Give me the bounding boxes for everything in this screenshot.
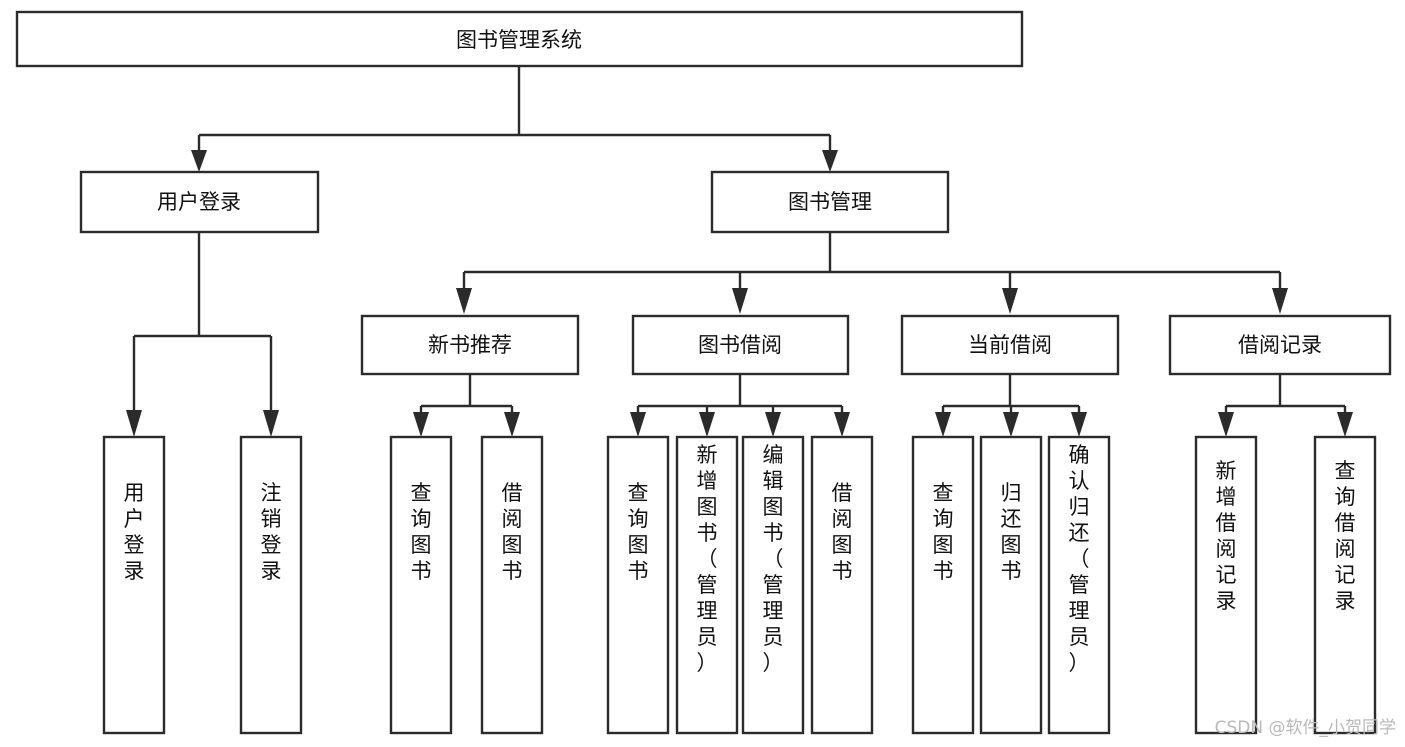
- node-book-borrow-box[interactable]: [631, 314, 850, 376]
- leaf-query-book-3[interactable]: 查询图书: [911, 435, 975, 735]
- leaf-confirm-return-box[interactable]: [1047, 435, 1111, 735]
- arrow-head-leaf-edit-book: [765, 412, 781, 437]
- leaf-add-record-box[interactable]: [1194, 435, 1258, 735]
- arrow-head-book-borrow: [732, 288, 748, 314]
- leaf-query-book-1-box[interactable]: [389, 435, 453, 735]
- arrow-head-leaf-query-book-2: [630, 412, 646, 437]
- node-borrow-record-label: 借阅记录: [1238, 333, 1322, 357]
- leaf-user-login-box[interactable]: [102, 435, 166, 735]
- leaf-edit-book-label: 编辑图书（管理员）: [763, 443, 784, 675]
- leaf-edit-book[interactable]: 编辑图书（管理员）: [741, 435, 805, 735]
- arrow-head-new-book: [456, 288, 472, 314]
- node-book-borrow[interactable]: 图书借阅: [631, 314, 850, 376]
- leaf-add-book[interactable]: 新增图书（管理员）: [675, 435, 739, 735]
- arrow-head-leaf-add-record: [1218, 412, 1234, 437]
- arrow-head-leaf-borrow-book-2: [834, 412, 850, 437]
- node-root[interactable]: 图书管理系统: [15, 10, 1024, 68]
- arrow-head-leaf-return-book: [1003, 412, 1019, 437]
- connector-layer: [126, 66, 1353, 437]
- leaf-query-record[interactable]: 查询借阅记录: [1313, 435, 1377, 735]
- leaf-return-book-box[interactable]: [979, 435, 1043, 735]
- node-user-login[interactable]: 用户登录: [79, 170, 320, 234]
- leaf-query-book-1-label: 查询图书: [411, 481, 432, 583]
- leaf-borrow-book-1-label: 借阅图书: [502, 481, 523, 583]
- leaf-add-record[interactable]: 新增借阅记录: [1194, 435, 1258, 735]
- node-new-book-recommend-label: 新书推荐: [428, 333, 512, 357]
- leaf-query-book-2[interactable]: 查询图书: [606, 435, 670, 735]
- leaf-query-record-box[interactable]: [1313, 435, 1377, 735]
- leaf-user-login-label: 用户登录: [124, 481, 145, 583]
- node-current-borrow-box[interactable]: [900, 314, 1120, 376]
- node-new-book-recommend-box[interactable]: [360, 314, 580, 376]
- node-borrow-record-box[interactable]: [1168, 314, 1392, 376]
- leaf-confirm-return[interactable]: 确认归还（管理员）: [1047, 435, 1111, 735]
- arrow-head-leaf-user-logout: [263, 410, 279, 437]
- leaf-return-book-label: 归还图书: [1001, 481, 1022, 583]
- leaf-query-book-2-box[interactable]: [606, 435, 670, 735]
- node-current-borrow[interactable]: 当前借阅: [900, 314, 1120, 376]
- node-root-label: 图书管理系统: [456, 28, 582, 52]
- arrow-head-borrow-record: [1272, 288, 1288, 314]
- arrow-head-user-login: [191, 150, 207, 172]
- leaf-borrow-book-2[interactable]: 借阅图书: [810, 435, 874, 735]
- node-current-borrow-label: 当前借阅: [968, 333, 1052, 357]
- leaf-user-login[interactable]: 用户登录: [102, 435, 166, 735]
- arrow-head-leaf-borrow-book-1: [504, 412, 520, 437]
- arrow-head-leaf-query-book-3: [935, 412, 951, 437]
- leaf-confirm-return-label: 确认归还（管理员）: [1069, 443, 1090, 675]
- leaf-query-book-3-box[interactable]: [911, 435, 975, 735]
- node-root-box[interactable]: [15, 10, 1024, 68]
- leaf-edit-book-box[interactable]: [741, 435, 805, 735]
- arrow-head-leaf-confirm-return: [1071, 412, 1087, 437]
- node-book-management[interactable]: 图书管理: [710, 170, 950, 234]
- leaf-borrow-book-1[interactable]: 借阅图书: [480, 435, 544, 735]
- leaf-user-logout-box[interactable]: [239, 435, 303, 735]
- arrow-head-leaf-user-login: [126, 410, 142, 437]
- arrow-head-leaf-query-record: [1337, 412, 1353, 437]
- node-book-borrow-label: 图书借阅: [698, 333, 782, 357]
- node-user-login-label: 用户登录: [157, 190, 241, 214]
- leaf-borrow-book-2-box[interactable]: [810, 435, 874, 735]
- leaf-borrow-book-2-label: 借阅图书: [832, 481, 853, 583]
- node-book-management-label: 图书管理: [788, 190, 872, 214]
- arrow-head-leaf-query-book-1: [413, 412, 429, 437]
- leaf-query-book-2-label: 查询图书: [628, 481, 649, 583]
- leaf-add-book-box[interactable]: [675, 435, 739, 735]
- node-borrow-record[interactable]: 借阅记录: [1168, 314, 1392, 376]
- node-user-login-box[interactable]: [79, 170, 320, 234]
- arrow-head-book-management: [822, 150, 838, 172]
- leaf-query-book-3-label: 查询图书: [933, 481, 954, 583]
- node-new-book-recommend[interactable]: 新书推荐: [360, 314, 580, 376]
- leaf-query-record-label: 查询借阅记录: [1335, 459, 1356, 613]
- arrow-head-leaf-add-book: [699, 412, 715, 437]
- csdn-watermark: CSDN @软件_小贺同学: [1215, 718, 1396, 738]
- node-book-management-box[interactable]: [710, 170, 950, 234]
- leaf-add-record-label: 新增借阅记录: [1216, 459, 1237, 613]
- leaf-add-book-label: 新增图书（管理员）: [697, 443, 718, 675]
- leaf-borrow-book-1-box[interactable]: [480, 435, 544, 735]
- leaf-return-book[interactable]: 归还图书: [979, 435, 1043, 735]
- leaf-query-book-1[interactable]: 查询图书: [389, 435, 453, 735]
- leaf-user-logout[interactable]: 注销登录: [239, 435, 303, 735]
- arrow-head-current-borrow: [1002, 288, 1018, 314]
- leaf-user-logout-label: 注销登录: [261, 481, 282, 583]
